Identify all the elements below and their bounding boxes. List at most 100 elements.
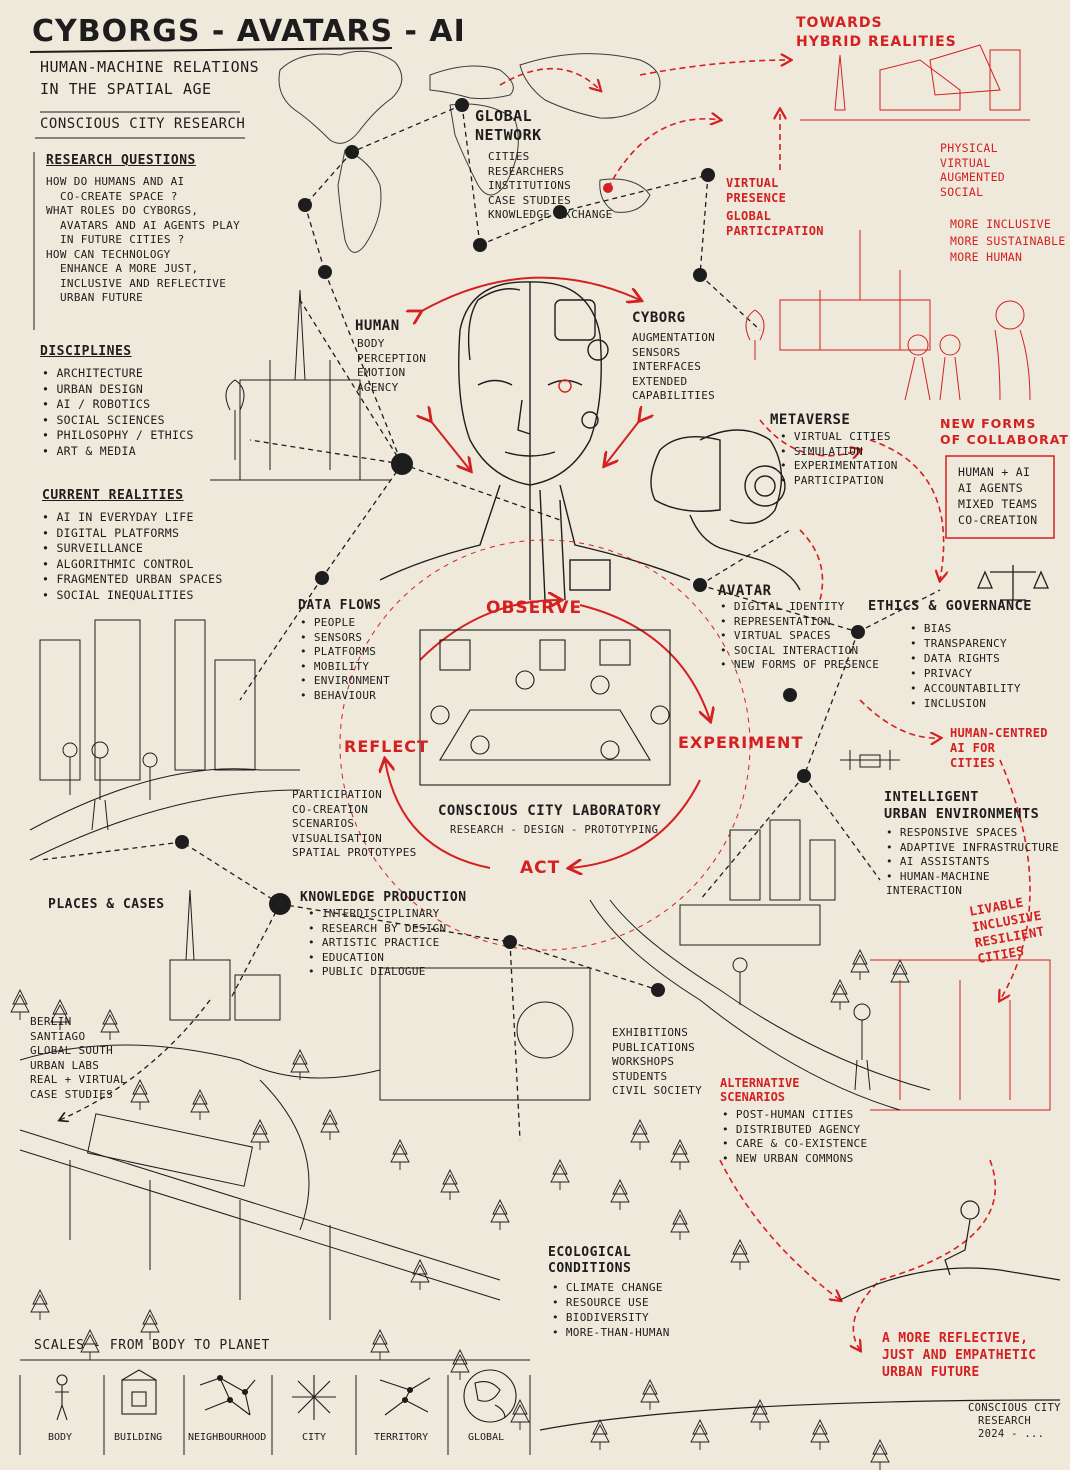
- tree-sketch: [870, 1438, 890, 1470]
- place-item: SANTIAGO: [30, 1029, 86, 1043]
- scale-body: BODY: [48, 1432, 73, 1443]
- tree-sketch: [250, 1118, 270, 1150]
- scale-icons: [55, 1369, 517, 1423]
- vr-person: [650, 429, 801, 591]
- scale-territory: TERRITORY: [374, 1432, 429, 1443]
- data-flow-item: BEHAVIOUR: [300, 689, 390, 704]
- ecological-heading-line: CONDITIONS: [548, 1261, 632, 1276]
- participation-item: VISUALISATION: [292, 831, 382, 845]
- exhibition-item: STUDENTS: [612, 1069, 668, 1083]
- network-node: [298, 198, 312, 212]
- network-item: RESEARCHERS: [488, 164, 565, 178]
- tree-sketch: [140, 1308, 160, 1340]
- tree-sketch: [670, 1138, 690, 1170]
- tree-cluster: [10, 948, 910, 1470]
- cyborg-list: AUGMENTATION SENSORS INTERFACES EXTENDED…: [632, 331, 715, 404]
- place-item: REAL + VIRTUAL: [30, 1073, 127, 1086]
- reality-item: SOCIAL INEQUALITIES: [42, 588, 223, 604]
- tree-sketch: [30, 1288, 50, 1320]
- scales-of-justice-icon: [977, 565, 1049, 601]
- ecological-heading-line: ECOLOGICAL: [548, 1245, 632, 1260]
- network-node: [391, 453, 413, 475]
- tree-sketch: [10, 988, 30, 1020]
- network-node: [269, 893, 291, 915]
- intelligent-city-sketch: [589, 750, 931, 1111]
- human-cyborg-face: [379, 281, 691, 601]
- avatar-item: NEW FORMS OF PRESENCE: [720, 658, 879, 673]
- cyborg-item: INTERFACES: [632, 360, 702, 373]
- subtitle-line-1: HUMAN-MACHINE RELATIONS: [40, 58, 260, 76]
- reality-item: AI IN EVERYDAY LIFE: [42, 510, 223, 526]
- reality-item: DIGITAL PLATFORMS: [42, 526, 223, 542]
- reality-item: FRAGMENTED URBAN SPACES: [42, 572, 223, 588]
- question-line: IN FUTURE CITIES ?: [60, 233, 185, 246]
- tree-sketch: [290, 1048, 310, 1080]
- ethics-item: INCLUSION: [910, 696, 1021, 711]
- top-cycle-arrow: [420, 276, 640, 312]
- intelligent-heading-line: INTELLIGENT: [884, 789, 979, 805]
- knowledge-item: PUBLIC DIALOGUE: [308, 965, 446, 980]
- discipline-item: ART & MEDIA: [42, 444, 194, 460]
- metaverse-item: PARTICIPATION: [780, 474, 898, 489]
- tree-sketch: [490, 1198, 510, 1230]
- global-network-heading-2: NETWORK: [475, 126, 542, 144]
- question-line: ENHANCE A MORE JUST,: [60, 262, 199, 275]
- network-node: [783, 688, 797, 702]
- cyborg-item: EXTENDED: [632, 374, 688, 388]
- discipline-item: URBAN DESIGN: [42, 382, 194, 398]
- question-line: INCLUSIVE AND REFLECTIVE: [60, 276, 227, 290]
- network-node: [503, 935, 517, 949]
- network-links: [39, 104, 941, 1141]
- discipline-item: PHILOSOPHY / ETHICS: [42, 428, 194, 444]
- collab-item: MIXED TEAMS: [958, 497, 1038, 511]
- page-title: CYBORGS - AVATARS - AI: [32, 14, 466, 49]
- intelligent-item: AI ASSISTANTS: [886, 855, 1070, 870]
- exhibition-item: PUBLICATIONS: [612, 1040, 696, 1054]
- new-forms-line: NEW FORMS: [940, 416, 1037, 431]
- future-line: URBAN FUTURE: [882, 1365, 980, 1380]
- hybrid-layer: SOCIAL: [940, 184, 984, 199]
- new-forms-box: [945, 455, 1055, 539]
- network-node: [651, 983, 665, 997]
- avatar-item: DIGITAL IDENTITY: [720, 600, 879, 615]
- alternative-list: POST-HUMAN CITIES DISTRIBUTED AGENCY CAR…: [722, 1108, 867, 1166]
- ethics-item: TRANSPARENCY: [910, 636, 1021, 651]
- more-line: MORE SUSTAINABLE: [950, 233, 1066, 248]
- human-centred-line: HUMAN-CENTRED: [950, 726, 1048, 740]
- new-forms-list: HUMAN + AI AI AGENTS MIXED TEAMS CO-CREA…: [958, 464, 1037, 528]
- tree-sketch: [750, 1398, 770, 1430]
- intelligent-item: RESPONSIVE SPACES: [886, 826, 1070, 841]
- livable-label: LIVABLE INCLUSIVE RESILIENT CITIES: [968, 892, 1048, 967]
- tree-sketch: [810, 1418, 830, 1450]
- lab-sketch: [419, 629, 671, 786]
- ethics-heading: ETHICS & GOVERNANCE: [868, 598, 1032, 614]
- tree-sketch: [670, 1208, 690, 1240]
- human-list: BODY PERCEPTION EMOTION AGENCY: [357, 337, 426, 395]
- cycle-ring: [385, 600, 710, 868]
- world-map: [278, 50, 661, 253]
- metaverse-list: VIRTUAL CITIES SIMULATION EXPERIMENTATIO…: [780, 430, 898, 488]
- network-item: INSTITUTIONS: [488, 179, 572, 192]
- cycle-observe: OBSERVE: [486, 598, 583, 618]
- tree-sketch: [550, 1158, 570, 1190]
- alternative-item: CARE & CO-EXISTENCE: [722, 1137, 867, 1152]
- global-network-heading: GLOBAL NETWORK: [475, 107, 542, 145]
- avatar-item: VIRTUAL SPACES: [720, 629, 879, 644]
- hybrid-line: HYBRID REALITIES: [796, 34, 957, 50]
- network-node: [701, 168, 715, 182]
- network-node: [553, 205, 567, 219]
- hybrid-layer: VIRTUAL: [940, 155, 991, 170]
- collab-item: AI AGENTS: [958, 481, 1024, 495]
- reality-item: SURVEILLANCE: [42, 541, 223, 557]
- network-item: CASE STUDIES: [488, 193, 572, 207]
- ethics-item: ACCOUNTABILITY: [910, 681, 1021, 696]
- footer-line: CONSCIOUS CITY: [968, 1402, 1061, 1414]
- exhibition-item: EXHIBITIONS: [612, 1026, 689, 1039]
- ecological-item: RESOURCE USE: [552, 1295, 670, 1310]
- data-flow-item: ENVIRONMENT: [300, 674, 390, 689]
- cycle-act: ACT: [520, 858, 561, 878]
- tree-sketch: [690, 1418, 710, 1450]
- human-item: BODY: [357, 337, 385, 350]
- discipline-item: AI / ROBOTICS: [42, 397, 194, 413]
- question-line: URBAN FUTURE: [60, 291, 144, 304]
